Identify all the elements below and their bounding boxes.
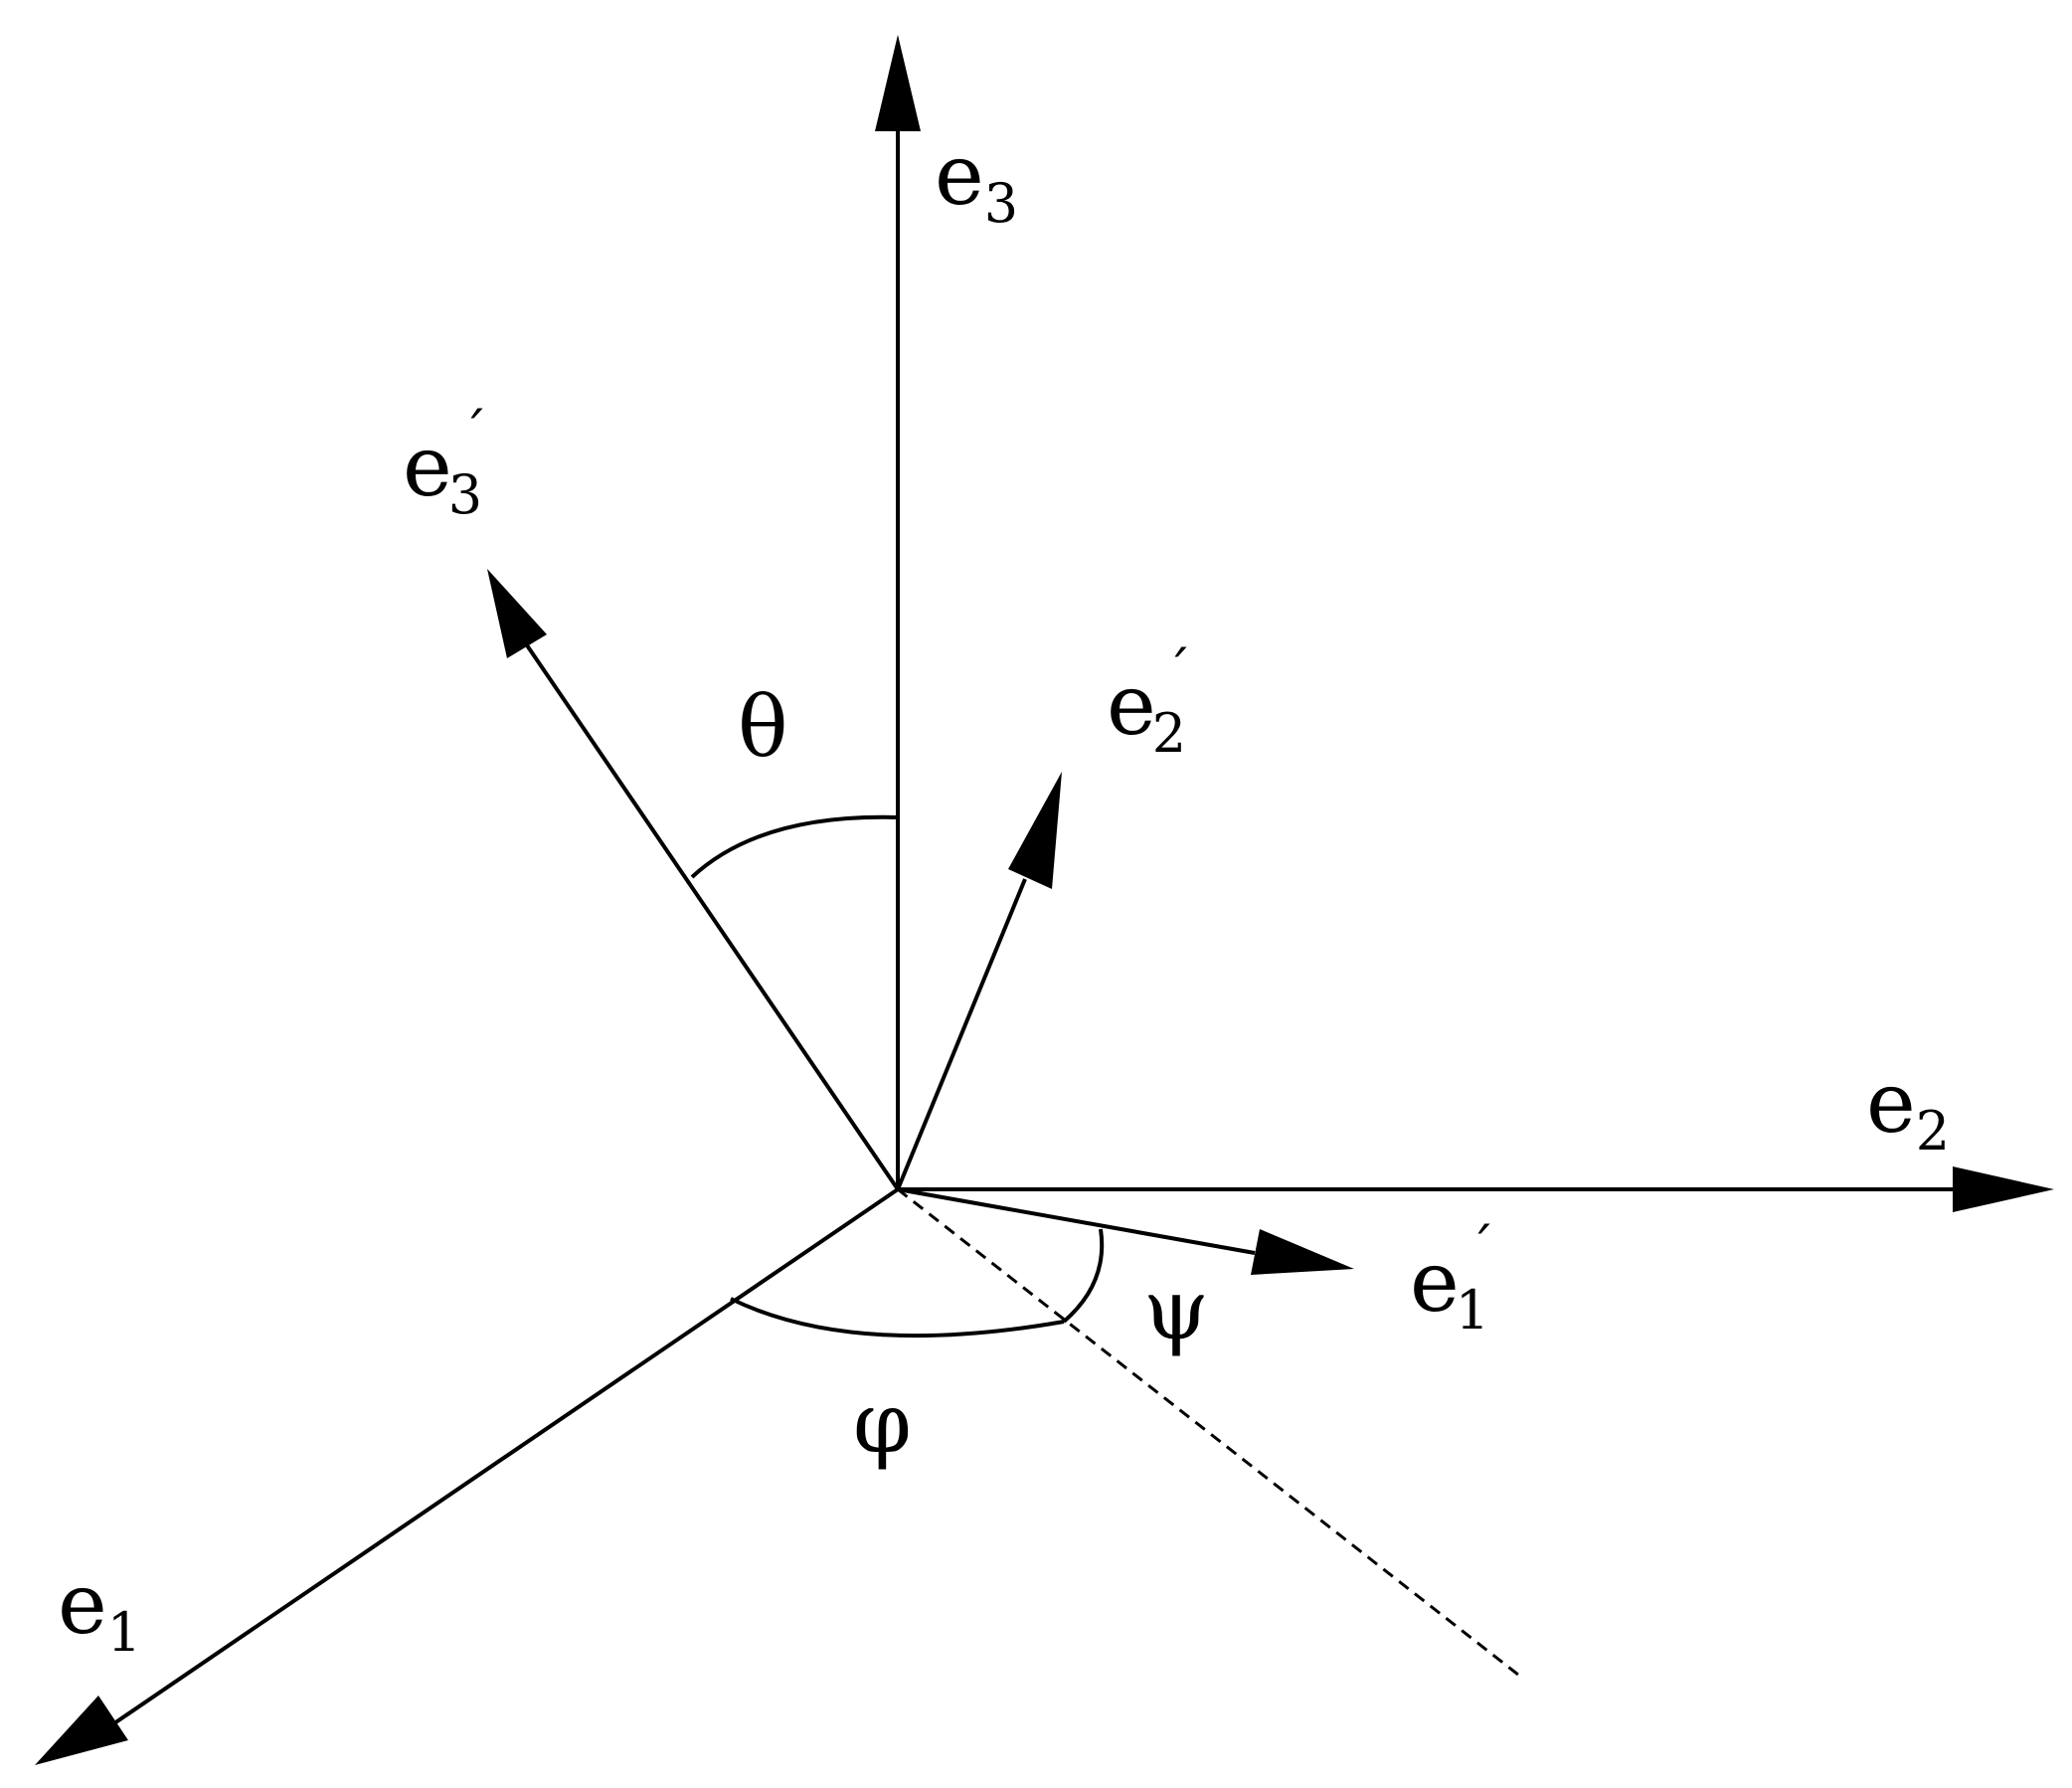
line-of-nodes-dashed	[897, 1187, 1519, 1677]
e1-axis-line	[109, 1187, 900, 1727]
theta-arc	[690, 814, 899, 879]
e2-label: e2	[1866, 1054, 1950, 1162]
psi-arc	[1062, 1228, 1105, 1324]
e3-label: e3	[935, 126, 1018, 235]
e2-prime-axis-line	[896, 878, 1027, 1190]
e3-prime-axis-line	[523, 640, 900, 1191]
e2-arrowhead	[1953, 1166, 2054, 1212]
phi-arc	[730, 1297, 1065, 1339]
e1-prime-arrowhead	[1251, 1229, 1354, 1275]
labels-group: e3 e3´ e2´ e2 e1´ e1 θ φ ψ	[58, 126, 1950, 1664]
angle-arcs-group	[690, 814, 1105, 1339]
e3-prime-arrowhead	[487, 569, 547, 658]
e3-arrowhead	[875, 35, 921, 131]
psi-label: ψ	[1143, 1261, 1209, 1358]
e1-arrowhead	[35, 1696, 128, 1765]
theta-label: θ	[738, 678, 788, 776]
e1-label: e1	[58, 1555, 141, 1664]
axes-group	[35, 35, 2054, 1765]
e3-prime-label: e3´	[403, 402, 487, 526]
e1-prime-label: e1´	[1410, 1217, 1494, 1341]
e1-prime-axis-line	[897, 1187, 1256, 1255]
e2-prime-arrowhead	[1008, 772, 1062, 889]
phi-label: φ	[853, 1374, 912, 1472]
e2-prime-label: e2´	[1107, 640, 1191, 765]
